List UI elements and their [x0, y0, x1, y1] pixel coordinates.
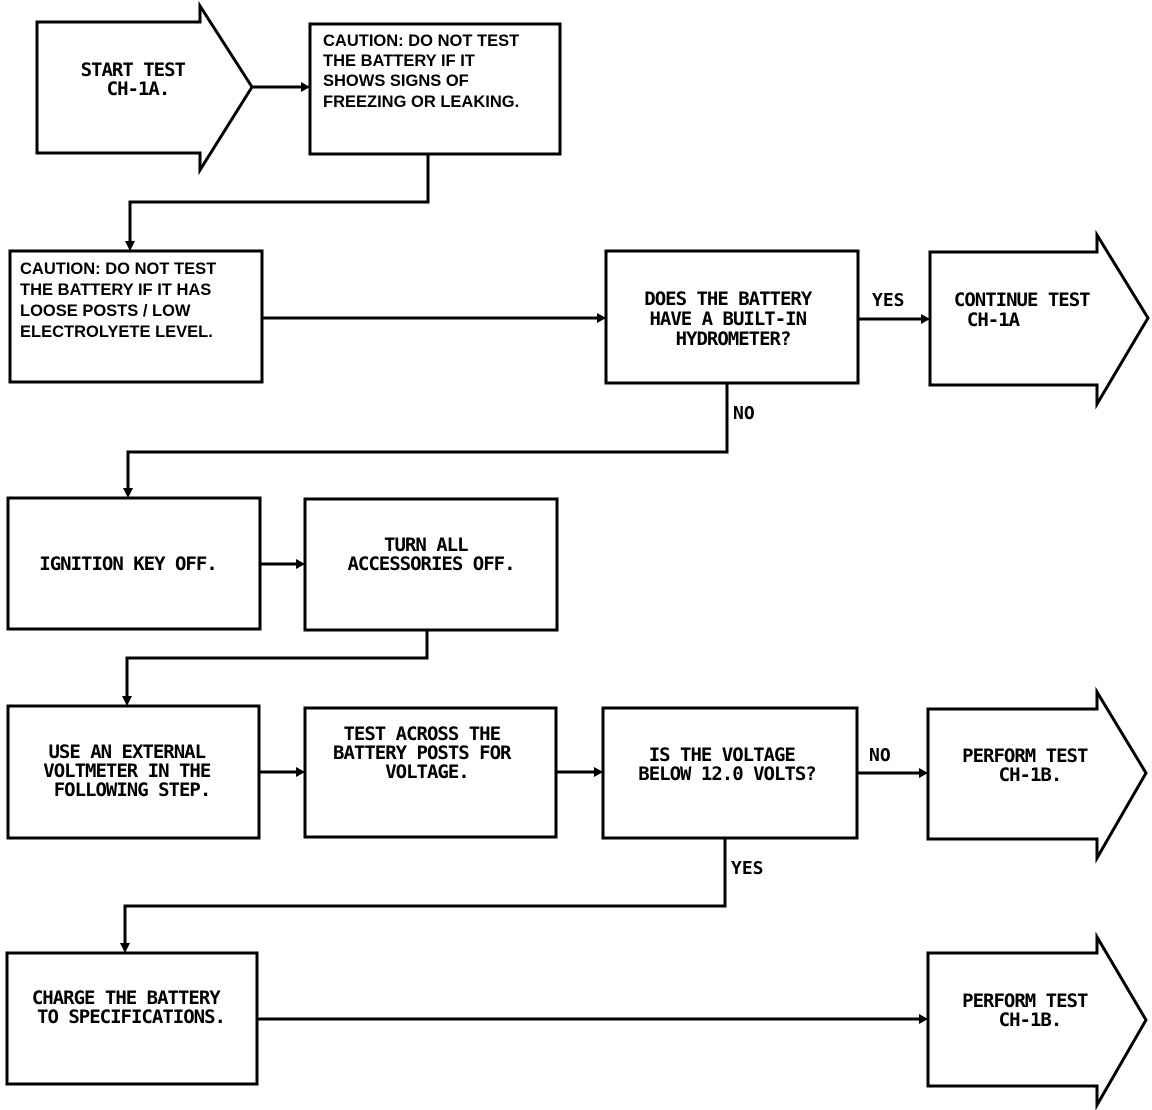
perform1-arrow-shape — [926, 686, 1148, 864]
start-arrow-text: START TEST CH-1A. — [81, 59, 196, 100]
continue-arrow-shape — [928, 229, 1150, 410]
test-posts-box — [303, 706, 558, 839]
charge-box — [5, 951, 259, 1086]
edge-label-hydro-yes: YES — [872, 290, 905, 311]
perform1-arrow-text: PERFORM TEST CH-1B. — [962, 745, 1098, 786]
caution2-box — [8, 249, 264, 384]
arrowhead — [921, 314, 930, 324]
arrowhead — [919, 1014, 928, 1024]
continue-arrow-text: CONTINUE TEST CH-1A — [954, 289, 1100, 331]
test-posts-text: TEST ACROSS THE BATTERY POSTS FOR VOLTAG… — [333, 723, 521, 783]
accessories-text: TURN ALL ACCESSORIES OFF. — [347, 534, 514, 575]
hydrometer-text: DOES THE BATTERY HAVE A BUILT-IN HYDROME… — [644, 288, 821, 350]
arrowhead — [122, 696, 132, 706]
arrowhead — [597, 313, 606, 323]
perform2-arrow-shape — [926, 931, 1148, 1110]
start-arrow-shape — [35, 0, 254, 176]
caution1-box — [308, 22, 562, 156]
arrowhead — [919, 768, 928, 778]
arrowhead — [120, 943, 130, 953]
arrowhead — [301, 82, 310, 92]
ignition-box — [6, 496, 262, 631]
hydrometer-box — [604, 249, 860, 385]
arrowhead — [296, 767, 305, 777]
edge-label-hydro-no: NO — [733, 403, 755, 424]
arrowhead — [123, 488, 133, 498]
caution2-text: CAUTION: DO NOT TEST THE BATTERY IF IT H… — [20, 260, 221, 341]
accessories-box — [303, 497, 559, 632]
arrowhead — [125, 241, 135, 251]
connector-caution1-caution2 — [128, 154, 430, 242]
voltage-check-text: IS THE VOLTAGE BELOW 12.0 VOLTS? — [638, 744, 815, 785]
arrowhead — [296, 559, 305, 569]
edge-label-voltage-no: NO — [869, 745, 891, 766]
voltmeter-text: USE AN EXTERNAL VOLTMETER IN THE FOLLOWI… — [43, 741, 220, 801]
connector-accessories-voltmeter — [125, 630, 429, 697]
voltmeter-box — [6, 704, 261, 840]
edge-label-voltage-yes: YES — [731, 858, 764, 879]
connector-hydrometer-ignition — [126, 383, 729, 489]
caution1-text: CAUTION: DO NOT TEST THE BATTERY IF IT S… — [323, 32, 524, 111]
charge-text: CHARGE THE BATTERY TO SPECIFICATIONS. — [32, 987, 230, 1028]
arrowhead — [594, 767, 603, 777]
perform2-arrow-text: PERFORM TEST CH-1B. — [962, 990, 1098, 1031]
connector-voltage-charge — [123, 838, 727, 944]
ignition-text: IGNITION KEY OFF. — [39, 553, 216, 575]
